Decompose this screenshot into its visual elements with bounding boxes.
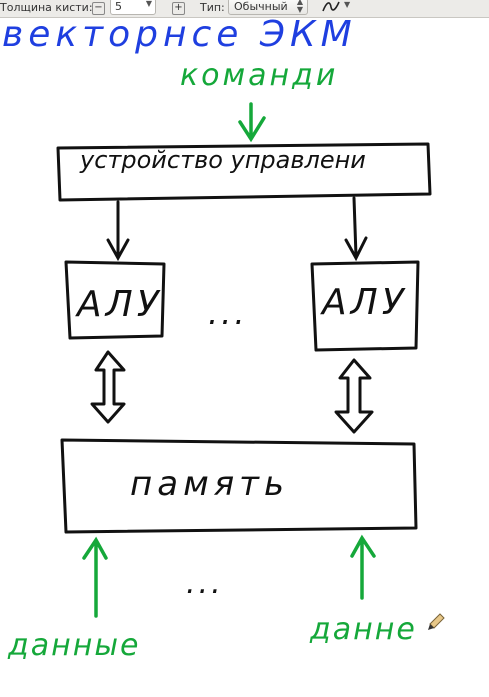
- data-ellipsis: ...: [186, 566, 224, 601]
- pencil-icon: [428, 613, 445, 630]
- curve-line-icon: [322, 1, 340, 12]
- alu-ellipsis: ...: [208, 294, 248, 332]
- type-label: Тип:: [200, 1, 225, 14]
- control-to-alu-left-arrow: [106, 200, 130, 262]
- updown-icon: ▲▼: [296, 0, 303, 14]
- data-left-label: данные: [8, 628, 141, 663]
- brush-width-label: Толщина кисти:: [0, 1, 93, 14]
- type-select[interactable]: Обычный ▲▼: [228, 0, 308, 15]
- commands-arrow: [238, 102, 266, 143]
- toolbar: Толщина кисти: − 5 ▼ + Тип: Обычный ▲▼ ▼: [0, 0, 489, 18]
- alu-left-label: АЛУ: [77, 284, 163, 325]
- chevron-down-icon[interactable]: ▼: [145, 0, 152, 8]
- alu-left-memory-double-arrow: [90, 350, 126, 424]
- alu-right-memory-double-arrow: [334, 358, 374, 434]
- chevron-down-icon: ▼: [344, 0, 351, 9]
- memory-label: память: [130, 464, 290, 504]
- data-right-arrow: [350, 534, 376, 600]
- data-right-label: данне: [310, 612, 417, 647]
- line-style-button[interactable]: ▼: [318, 0, 356, 17]
- data-left-arrow: [82, 536, 108, 618]
- top-heading: векторнсе ЭКМ: [2, 14, 357, 55]
- drawing-layer: [56, 102, 445, 630]
- control-unit-label: устройство управлени: [80, 146, 366, 174]
- brush-width-value: 5: [115, 0, 122, 13]
- alu-right-label: АЛУ: [322, 282, 408, 323]
- brush-width-spinbox[interactable]: 5 ▼: [110, 0, 156, 15]
- type-value: Обычный: [234, 0, 288, 13]
- increase-brush-width-button[interactable]: +: [172, 2, 185, 15]
- whiteboard-canvas[interactable]: векторнсе ЭКМ команди устройство управле…: [0, 14, 489, 697]
- control-to-alu-right-arrow: [344, 196, 368, 262]
- decrease-brush-width-button[interactable]: −: [92, 2, 105, 15]
- commands-label: команди: [180, 58, 339, 93]
